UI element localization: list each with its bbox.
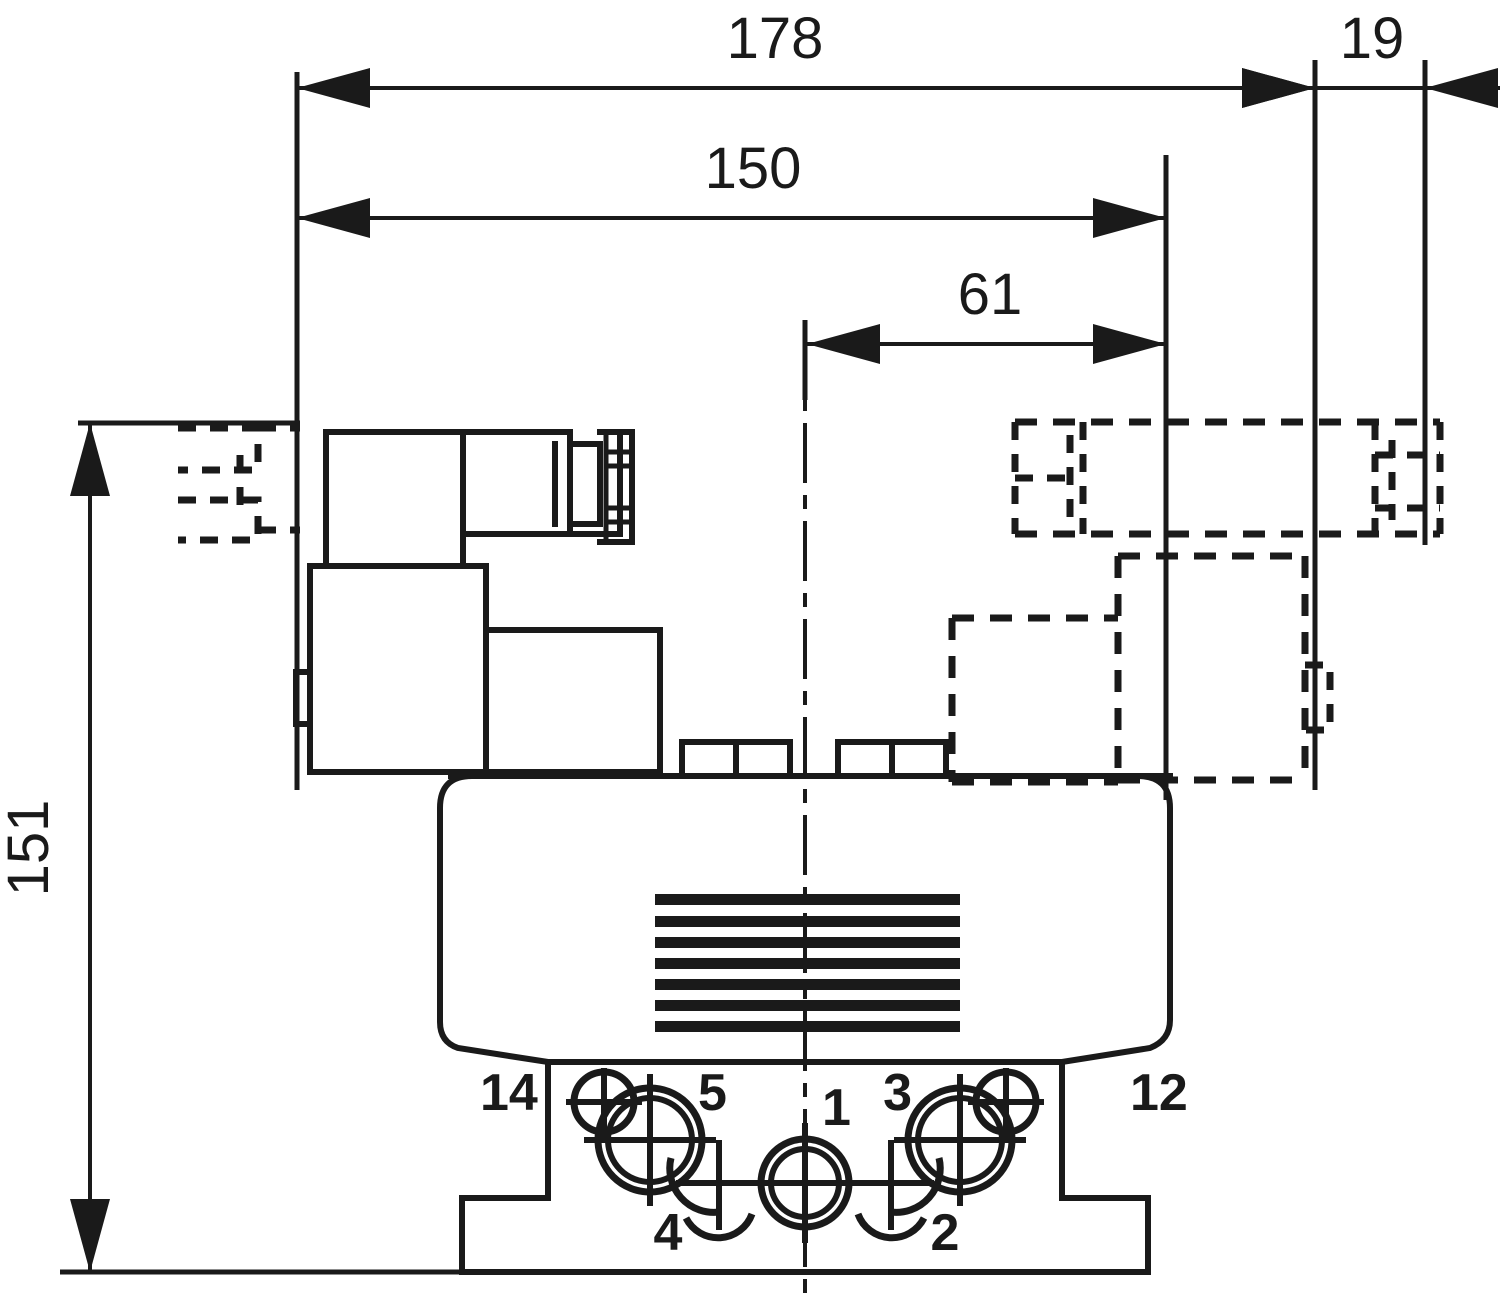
port-4-group: 4 — [654, 1140, 762, 1262]
arrowhead-150-left — [297, 198, 370, 238]
port-2-arc — [890, 1157, 944, 1216]
dimension-178: 178 — [297, 6, 1315, 108]
arrowhead-178-left — [297, 68, 370, 108]
hidden-rect-left-lower — [178, 496, 262, 544]
port-14-group: 14 — [480, 1064, 538, 1122]
port-1-group: 1 — [745, 1079, 865, 1243]
arrowhead-19-left — [1242, 68, 1315, 108]
port-4-arc — [666, 1157, 720, 1216]
port-3-group: 3 — [883, 1064, 1044, 1206]
connector-housing — [597, 429, 635, 545]
port-label-2: 2 — [931, 1204, 960, 1262]
hidden-rect-left-upper — [178, 424, 262, 474]
solenoid-coil-assembly — [293, 429, 663, 775]
arrowhead-19-right — [1425, 68, 1498, 108]
top-block-4 — [889, 739, 949, 779]
grille-bar-3 — [655, 958, 960, 969]
arrowhead-151-bottom — [70, 1199, 110, 1272]
port-4-arc2 — [682, 1212, 756, 1242]
dim-label-151: 151 — [0, 800, 61, 897]
arrowhead-61-right — [1093, 324, 1166, 364]
connector-neck — [567, 441, 603, 527]
dimension-151: 151 — [0, 423, 110, 1272]
top-block-2 — [733, 739, 793, 779]
hidden-detail-left — [178, 424, 300, 544]
port-2-group: 2 — [848, 1140, 959, 1262]
base-outline — [459, 1059, 1151, 1275]
port-12-group: 12 — [1130, 1064, 1188, 1122]
grille-bar-1 — [655, 916, 960, 927]
dim-label-19: 19 — [1340, 6, 1405, 71]
coil-upper-outline — [323, 429, 623, 537]
top-block-1 — [679, 739, 739, 779]
grille-bar-4 — [655, 979, 960, 990]
dimension-150: 150 — [297, 136, 1166, 238]
dim-label-178: 178 — [727, 6, 824, 71]
hidden-detail-right — [948, 418, 1444, 786]
coil-side-boss — [293, 669, 313, 727]
grille-bar-7 — [655, 894, 960, 905]
dim-label-61: 61 — [958, 262, 1023, 327]
arrowhead-151-top — [70, 423, 110, 496]
hidden-mid-notch — [1305, 661, 1334, 734]
dimension-61: 61 — [807, 262, 1166, 364]
port-label-5: 5 — [698, 1064, 727, 1122]
arrowhead-61-left — [807, 324, 880, 364]
top-mount-blocks — [657, 739, 1173, 779]
port-label-3: 3 — [883, 1064, 912, 1122]
arrowhead-150-right — [1093, 198, 1166, 238]
dim-label-150: 150 — [705, 136, 802, 201]
top-block-3 — [835, 739, 895, 779]
extension-lines — [60, 60, 1428, 1275]
port-5-group: 5 — [566, 1064, 727, 1206]
grille-bar-5 — [655, 1000, 960, 1011]
port-label-1: 1 — [822, 1079, 851, 1137]
grille-bar-6 — [655, 1021, 960, 1032]
port-label-14: 14 — [480, 1064, 538, 1122]
port-label-12: 12 — [1130, 1064, 1188, 1122]
grille-bar-2 — [655, 937, 960, 948]
port-2-arc2 — [854, 1212, 928, 1242]
port-label-4: 4 — [654, 1204, 683, 1262]
dimension-19: 19 — [1242, 6, 1500, 108]
exhaust-grille — [655, 894, 960, 1032]
